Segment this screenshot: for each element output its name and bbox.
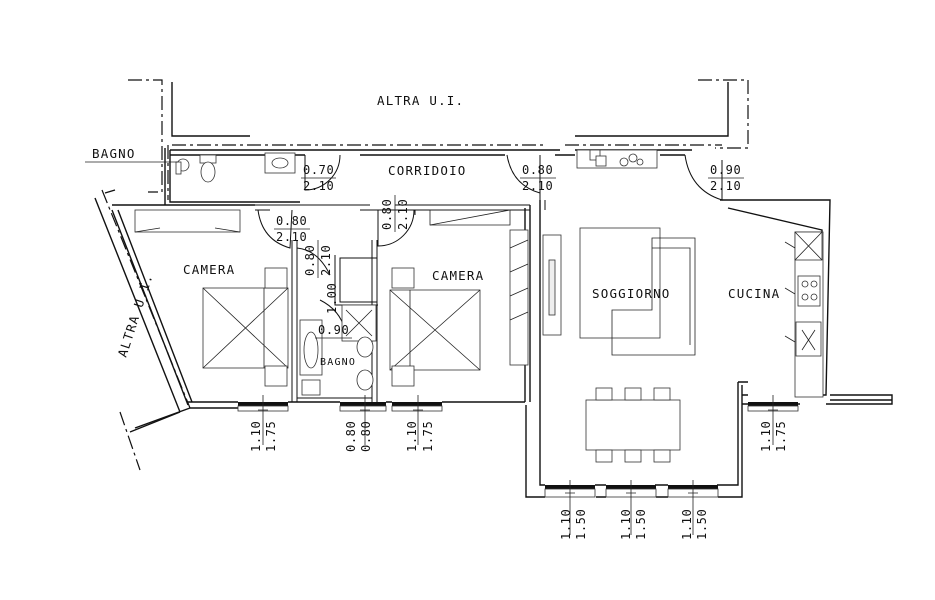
small-bathroom-fixtures <box>299 304 377 396</box>
window-3-b: 1.75 <box>421 421 435 452</box>
label-bagno-small: BAGNO <box>320 357 356 368</box>
window-leaders <box>258 395 778 535</box>
top-bathroom-fixtures <box>175 152 296 183</box>
door-corridoio-width: 0.80 <box>522 163 553 177</box>
window-1-a: 1.10 <box>249 421 263 452</box>
label-soggiorno: SOGGIORNO <box>592 286 671 301</box>
neighbour-walls <box>171 82 729 137</box>
door-camera1-height: 2.10 <box>276 230 307 244</box>
window-1-b: 1.75 <box>264 421 278 452</box>
label-camera-right: CAMERA <box>432 268 484 283</box>
label-bagno-top: BAGNO <box>92 146 136 161</box>
window-6-a: 1.10 <box>619 509 633 540</box>
window-4-a: 1.10 <box>759 421 773 452</box>
door-bagno-height: 2.10 <box>303 179 334 193</box>
door-bagno-small-width: 0.80 <box>303 245 317 276</box>
window-2-a: 0.80 <box>344 421 358 452</box>
door-camera2-height: 2.10 <box>396 199 410 230</box>
window-7-a: 1.10 <box>680 509 694 540</box>
window-5-b: 1.50 <box>574 509 588 540</box>
kitchen-fixtures <box>784 231 824 398</box>
door-cucina-height: 2.10 <box>710 179 741 193</box>
door-bagno-inner-a: 1.00 <box>325 283 339 314</box>
door-cucina-width: 0.90 <box>710 163 741 177</box>
door-camera2-width: 0.80 <box>380 199 394 230</box>
label-altra-ui-left: ALTRA U.I. <box>115 271 156 359</box>
window-dimensions: 1.10 1.75 0.80 0.80 1.10 1.75 1.10 1.75 … <box>249 421 788 540</box>
door-bagno-width: 0.70 <box>303 163 334 177</box>
window-4-b: 1.75 <box>774 421 788 452</box>
label-cucina: CUCINA <box>728 286 780 301</box>
right-bedroom-furniture <box>389 209 529 387</box>
window-2-b: 0.80 <box>359 421 373 452</box>
hall-counter <box>576 149 658 169</box>
window-7-b: 1.50 <box>695 509 709 540</box>
window-6-b: 1.50 <box>634 509 648 540</box>
living-room-furniture <box>542 227 696 463</box>
door-bagno-small-height: 2.10 <box>319 245 333 276</box>
door-bagno-inner-b: 0.90 <box>318 323 349 337</box>
label-camera-left: CAMERA <box>183 262 235 277</box>
left-bedroom-furniture <box>134 209 289 387</box>
left-neighbour-wall <box>94 189 191 433</box>
label-corridoio: CORRIDOIO <box>388 163 467 178</box>
door-corridoio-height: 2.10 <box>522 179 553 193</box>
window-5-a: 1.10 <box>559 509 573 540</box>
window-3-a: 1.10 <box>405 421 419 452</box>
label-altra-ui-top: ALTRA U.I. <box>377 93 464 108</box>
window-sills <box>237 402 799 498</box>
door-camera1-width: 0.80 <box>276 214 307 228</box>
